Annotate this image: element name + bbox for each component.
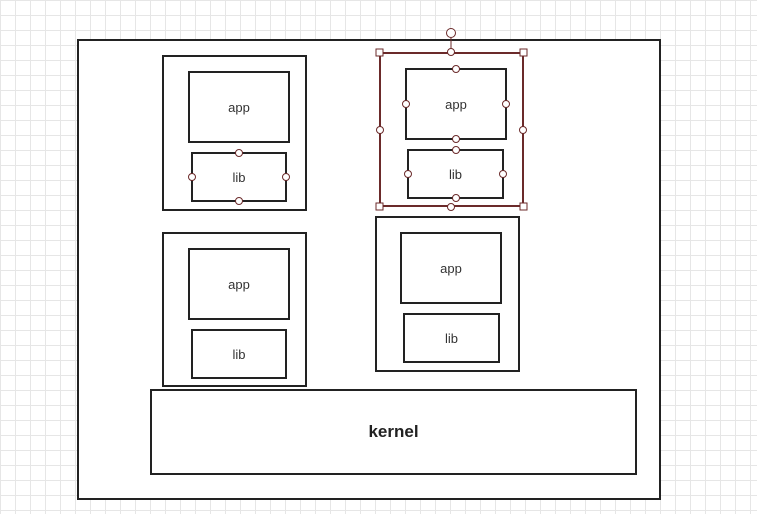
lib-label: lib <box>232 346 246 362</box>
resize-handle-top[interactable] <box>447 48 455 56</box>
lib-box-top-right[interactable]: lib <box>407 149 504 199</box>
lib-box-bottom-right[interactable]: lib <box>403 313 500 363</box>
rotate-handle[interactable] <box>446 28 456 38</box>
app-box-bottom-left[interactable]: app <box>188 248 290 320</box>
resize-handle-top-right[interactable] <box>519 48 528 57</box>
connection-point[interactable] <box>452 135 460 143</box>
connection-point[interactable] <box>502 100 510 108</box>
connection-point[interactable] <box>452 65 460 73</box>
app-box-bottom-right[interactable]: app <box>400 232 502 304</box>
lib-label: lib <box>232 169 246 185</box>
kernel-label: kernel <box>368 422 419 441</box>
app-label: app <box>445 96 467 112</box>
connection-point[interactable] <box>452 146 460 154</box>
resize-handle-bottom-right[interactable] <box>519 202 528 211</box>
connection-point[interactable] <box>235 149 243 157</box>
connection-point[interactable] <box>282 173 290 181</box>
lib-box-bottom-left[interactable]: lib <box>191 329 287 379</box>
resize-handle-right[interactable] <box>519 126 527 134</box>
resize-handle-left[interactable] <box>376 126 384 134</box>
lib-box-top-left[interactable]: lib <box>191 152 287 202</box>
app-label: app <box>228 99 250 115</box>
app-label: app <box>440 260 462 276</box>
connection-point[interactable] <box>499 170 507 178</box>
connection-point[interactable] <box>235 197 243 205</box>
lib-label: lib <box>444 330 458 346</box>
app-label: app <box>228 276 250 292</box>
app-box-top-right[interactable]: app <box>405 68 507 140</box>
connection-point[interactable] <box>404 170 412 178</box>
app-box-top-left[interactable]: app <box>188 71 290 143</box>
resize-handle-bottom-left[interactable] <box>375 202 384 211</box>
lib-label: lib <box>448 166 462 182</box>
connection-point[interactable] <box>452 194 460 202</box>
connection-point[interactable] <box>402 100 410 108</box>
kernel-box[interactable]: kernel <box>150 389 637 475</box>
resize-handle-top-left[interactable] <box>375 48 384 57</box>
resize-handle-bottom[interactable] <box>447 203 455 211</box>
connection-point[interactable] <box>188 173 196 181</box>
